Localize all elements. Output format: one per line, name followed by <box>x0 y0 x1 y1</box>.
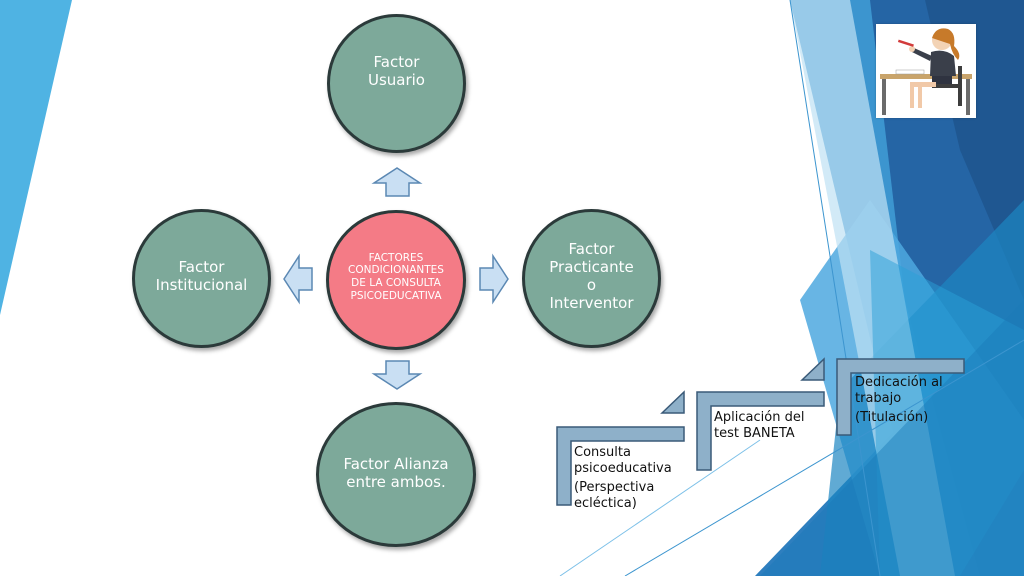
circle-factor-usuario: Factor Usuario <box>327 14 466 153</box>
arrow-up-icon <box>371 167 423 197</box>
arrow-right-icon <box>479 253 509 305</box>
circle-factor-institucional: Factor Institucional <box>132 209 271 348</box>
step-1-line4: ecléctica) <box>574 495 637 511</box>
step-3-line3: (Titulación) <box>855 410 929 426</box>
center-line2: CONDICIONANTES <box>348 264 444 277</box>
step-2-text: Aplicación del test BANETA <box>714 410 824 441</box>
step-shape-1 <box>556 426 685 506</box>
factor-practicante-line1: Factor <box>568 239 615 258</box>
factor-alianza-line2: entre ambos. <box>346 472 446 491</box>
factor-institucional-line2: Institucional <box>155 275 248 294</box>
step-1-text: Consulta psicoeducativa (Perspectiva ecl… <box>574 445 684 511</box>
step-1-line3: (Perspectiva <box>574 480 655 496</box>
center-line1: FACTORES <box>368 251 424 264</box>
circle-factor-practicante: Factor Practicante o Interventor <box>522 209 661 348</box>
center-line4: PSICOEDUCATIVA <box>350 289 442 302</box>
arrow-down-icon <box>371 360 423 390</box>
step-3-line1: Dedicación al <box>855 375 943 390</box>
step-connector-1 <box>660 390 685 414</box>
step-shape-2 <box>696 391 825 471</box>
factor-practicante-line4: Interventor <box>549 293 634 312</box>
factor-alianza-line1: Factor Alianza <box>343 454 449 473</box>
teacher-at-desk-illustration <box>876 24 976 118</box>
circle-factores-condicionantes: FACTORES CONDICIONANTES DE LA CONSULTA P… <box>326 210 466 350</box>
step-1-line2: psicoeducativa <box>574 460 672 476</box>
arrow-left-icon <box>283 253 313 305</box>
factor-usuario-line2: Usuario <box>367 70 425 89</box>
step-2-line1: Aplicación del <box>714 410 805 425</box>
factor-practicante-line2: Practicante <box>549 257 634 276</box>
step-shape-3 <box>836 358 965 436</box>
circle-factor-alianza: Factor Alianza entre ambos. <box>316 402 476 547</box>
step-3-text: Dedicación al trabajo (Titulación) <box>855 375 970 426</box>
center-line3: DE LA CONSULTA <box>351 277 441 289</box>
factor-institucional-line1: Factor <box>178 257 225 276</box>
factor-practicante-line3: o <box>586 275 597 294</box>
step-2-line2: test BANETA <box>714 425 795 441</box>
step-3-line2: trabajo <box>855 390 902 406</box>
factor-usuario-line1: Factor <box>373 52 420 71</box>
step-connector-2 <box>800 357 825 381</box>
step-1-line1: Consulta <box>574 445 631 460</box>
